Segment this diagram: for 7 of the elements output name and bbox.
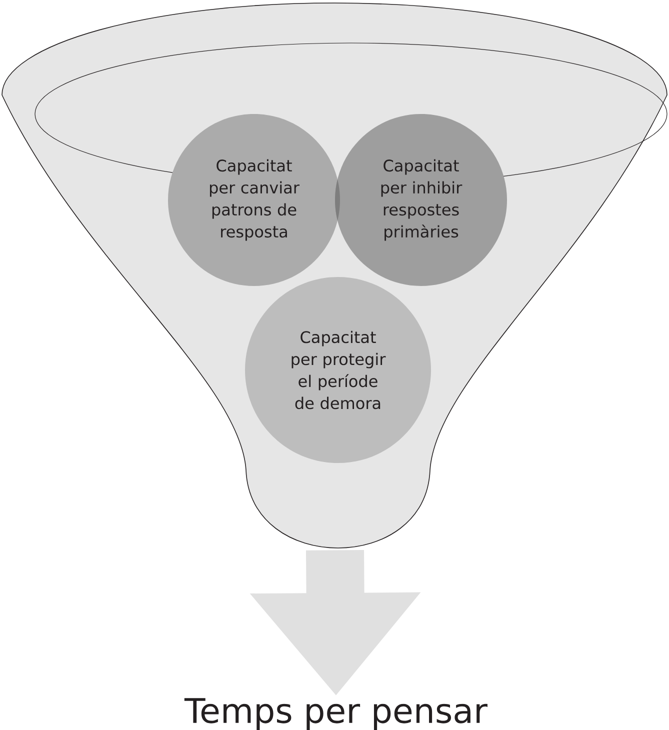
- circle-text: Capacitat per inhibir respostes primàries: [381, 159, 462, 241]
- result-text: Temps per pensar: [184, 698, 488, 730]
- circle: [168, 114, 340, 286]
- circle: [245, 277, 431, 463]
- circle-text: Capacitat per protegir el període de demora: [292, 330, 386, 410]
- circle-text: Capacitat per canviar patrons de resposta: [210, 159, 300, 241]
- circle: [335, 114, 507, 286]
